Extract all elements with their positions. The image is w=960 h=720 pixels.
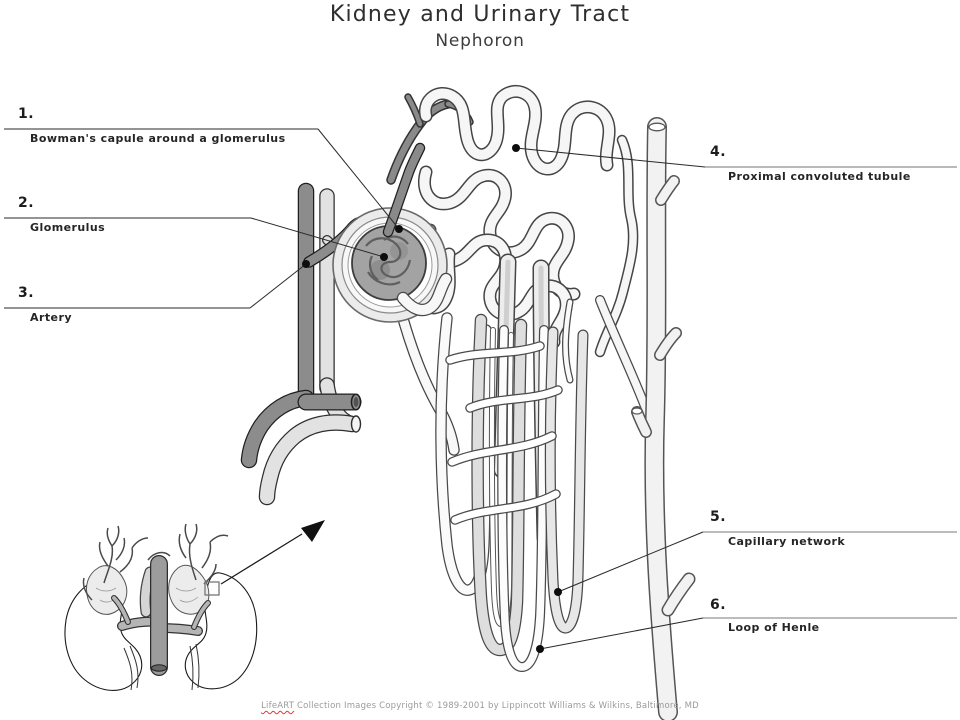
copyright-line: LifeART Collection Images Copyright © 19… xyxy=(0,701,960,711)
adrenal-vessel-tree xyxy=(82,523,229,601)
leader-dot-4 xyxy=(512,144,520,152)
efferent-arteriole xyxy=(382,142,426,238)
leader-dot-6 xyxy=(536,645,544,653)
collecting-duct xyxy=(595,117,696,720)
label-2-text: Glomerulus xyxy=(30,221,106,234)
label-5-text: Capillary network xyxy=(728,535,846,548)
lifeart-brand: LifeART xyxy=(261,701,295,711)
aorta xyxy=(150,555,168,676)
renal-vessels xyxy=(111,566,211,636)
artery xyxy=(240,182,378,469)
page-title: Kidney and Urinary Tract xyxy=(329,2,631,27)
zoom-arrow-icon xyxy=(220,520,325,585)
label-6-number: 6. xyxy=(710,597,727,613)
copyright-text: Collection Images Copyright © 1989-2001 … xyxy=(294,701,699,711)
proximal-tubule-exit xyxy=(396,272,453,317)
leader-dot-2 xyxy=(380,253,388,261)
label-2-number: 2. xyxy=(18,195,35,211)
leader-dot-3 xyxy=(302,260,310,268)
ureters xyxy=(123,643,200,691)
leader-lines xyxy=(4,128,957,653)
label-1-number: 1. xyxy=(18,106,35,122)
label-3-number: 3. xyxy=(18,285,35,301)
page-subtitle: Nephoron xyxy=(435,31,525,51)
label-1-text: Bowman's capule around a glomerulus xyxy=(30,132,286,145)
leader-dot-1 xyxy=(395,225,403,233)
label-5-number: 5. xyxy=(710,509,727,525)
loops-and-capillaries xyxy=(398,253,589,673)
label-6-text: Loop of Henle xyxy=(728,621,820,634)
label-4-number: 4. xyxy=(710,144,727,160)
detail-region-marker xyxy=(204,581,220,596)
vein xyxy=(258,188,362,506)
convoluted-tubule-tangle xyxy=(409,84,639,358)
leader-dot-5 xyxy=(554,588,562,596)
kidney-inset xyxy=(64,520,325,691)
label-4-text: Proximal convoluted tubule xyxy=(728,170,911,183)
label-3-text: Artery xyxy=(30,311,72,324)
